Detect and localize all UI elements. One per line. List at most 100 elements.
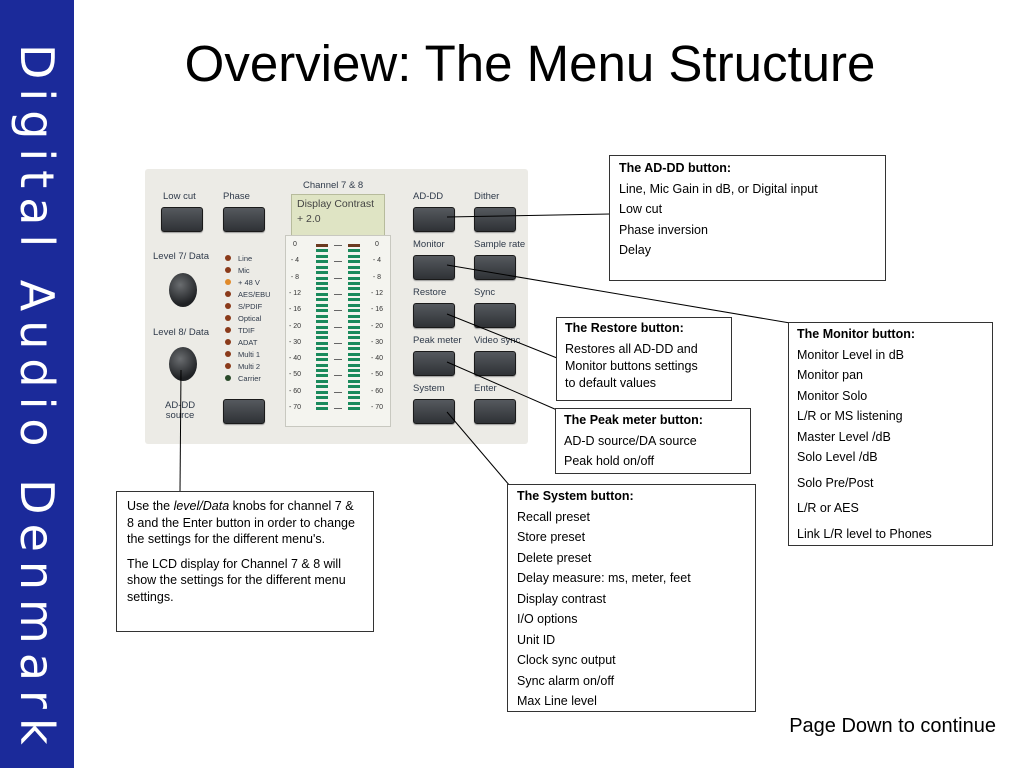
meter-tick — [334, 326, 342, 328]
meter-scale-label-left: - 16 — [288, 306, 302, 314]
meter-bar-left — [316, 271, 328, 275]
meter-scale-label-right: - 70 — [370, 404, 384, 411]
ad-dd-item: Phase inversion — [619, 222, 708, 237]
meter-bar-right — [348, 379, 360, 383]
brand-sidebar: Digital Audio Denmark — [0, 0, 74, 768]
meter-bar-right — [348, 314, 360, 318]
restore-callout-title: The Restore button: — [565, 321, 684, 335]
meter-bar-right — [348, 336, 360, 340]
meter-bar-right — [348, 325, 360, 329]
meter-tick — [334, 391, 342, 393]
meter-bar-right — [348, 396, 360, 400]
meter-tick — [334, 408, 342, 409]
meter-bar-right — [348, 407, 360, 410]
meter-bar-left — [316, 244, 328, 247]
video-sync-label: Video sync — [474, 335, 521, 346]
sample-rate-button[interactable] — [474, 255, 516, 280]
channel-label: Channel 7 & 8 — [303, 180, 364, 191]
note-text: Use the — [127, 499, 174, 513]
video-sync-button[interactable] — [474, 351, 516, 376]
sync-label: Sync — [474, 287, 496, 298]
phase-button[interactable] — [223, 207, 265, 232]
low-cut-button[interactable] — [161, 207, 203, 232]
meter-bar-right — [348, 320, 360, 324]
meter-bar-right — [348, 287, 360, 291]
source-label-multi1: Multi 1 — [238, 350, 261, 359]
system-button[interactable] — [413, 399, 455, 424]
ad-dd-callout-title: The AD-DD button: — [619, 161, 732, 175]
dither-button[interactable] — [474, 207, 516, 232]
sync-button[interactable] — [474, 303, 516, 328]
meter-scale-label-left: - 20 — [288, 322, 302, 330]
meter-scale-label-right: - 12 — [370, 289, 384, 297]
low-cut-label: Low cut — [163, 191, 196, 202]
meter-bar-left — [316, 407, 328, 410]
meter-bar-left — [316, 390, 328, 394]
meter-scale-label-right: - 50 — [370, 371, 384, 379]
meter-bar-left — [316, 320, 328, 324]
monitor-item: L/R or MS listening — [797, 409, 903, 423]
peak-meter-callout-title: The Peak meter button: — [564, 413, 703, 427]
ad-dd-source-label-line2: source — [165, 410, 195, 421]
meter-bar-left — [316, 396, 328, 400]
system-item: Delete preset — [517, 550, 592, 565]
meter-bar-left — [316, 379, 328, 383]
ad-dd-source-button[interactable] — [223, 399, 265, 424]
monitor-item: Solo Level /dB — [797, 450, 878, 464]
peak-meter-button[interactable] — [413, 351, 455, 376]
meter-bar-right — [348, 282, 360, 286]
peak-meter-label: Peak meter — [413, 335, 462, 346]
source-label-tdif: TDIF — [238, 326, 255, 335]
meter-bar-left — [316, 287, 328, 291]
meter-bar-right — [348, 298, 360, 302]
meter-scale-label-right: - 16 — [370, 306, 384, 314]
restore-button[interactable] — [413, 303, 455, 328]
meter-bar-right — [348, 390, 360, 394]
spdif-led — [225, 303, 231, 309]
meter-scale-label-left: - 70 — [288, 404, 302, 411]
source-label-carrier: Carrier — [238, 374, 261, 383]
ad-dd-item: Line, Mic Gain in dB, or Digital input — [619, 181, 818, 196]
source-label-multi2: Multi 2 — [238, 362, 261, 371]
restore-item: Restores all AD-DD and — [565, 342, 698, 356]
meter-scale-label-left: - 12 — [288, 289, 302, 297]
monitor-callout: The Monitor button: Monitor Level in dB … — [788, 322, 993, 546]
monitor-item: Link L/R level to Phones — [797, 526, 932, 541]
source-label-mic: Mic — [238, 266, 250, 275]
page-down-hint: Page Down to continue — [789, 715, 996, 737]
meter-tick — [334, 277, 342, 279]
system-item: Store preset — [517, 530, 586, 544]
source-label-optical: Optical — [238, 314, 262, 323]
enter-label: Enter — [474, 383, 497, 394]
monitor-button[interactable] — [413, 255, 455, 280]
multi2-led — [225, 363, 231, 369]
level7-data-knob[interactable] — [169, 273, 197, 307]
meter-bar-right — [348, 303, 360, 307]
meter-scale-label-left: - 4 — [290, 257, 300, 265]
dither-label: Dither — [474, 191, 500, 202]
level8-data-knob[interactable] — [169, 347, 197, 381]
meter-bar-right — [348, 368, 360, 372]
restore-label: Restore — [413, 287, 447, 298]
system-item: Recall preset — [517, 509, 590, 524]
meter-scale-label-right: 0 — [375, 241, 379, 248]
knob-usage-note: Use the level/Data knobs for channel 7 &… — [116, 491, 374, 632]
phase-label: Phase — [223, 191, 250, 202]
meter-bar-left — [316, 330, 328, 334]
meter-bar-right — [348, 374, 360, 378]
ad-dd-item: Low cut — [619, 202, 663, 216]
mic-led — [225, 267, 231, 273]
meter-scale-label-right: - 40 — [370, 355, 384, 363]
meter-bar-left — [316, 303, 328, 307]
meter-scale-label-right: - 4 — [372, 257, 382, 265]
meter-bar-right — [348, 271, 360, 275]
meter-bar-left — [316, 254, 328, 258]
multi1-led — [225, 351, 231, 357]
meter-bar-left — [316, 276, 328, 280]
meter-scale-label-left: - 30 — [288, 338, 302, 346]
ad-dd-button[interactable] — [413, 207, 455, 232]
note-emphasis: level/Data — [173, 499, 230, 513]
enter-button[interactable] — [474, 399, 516, 424]
